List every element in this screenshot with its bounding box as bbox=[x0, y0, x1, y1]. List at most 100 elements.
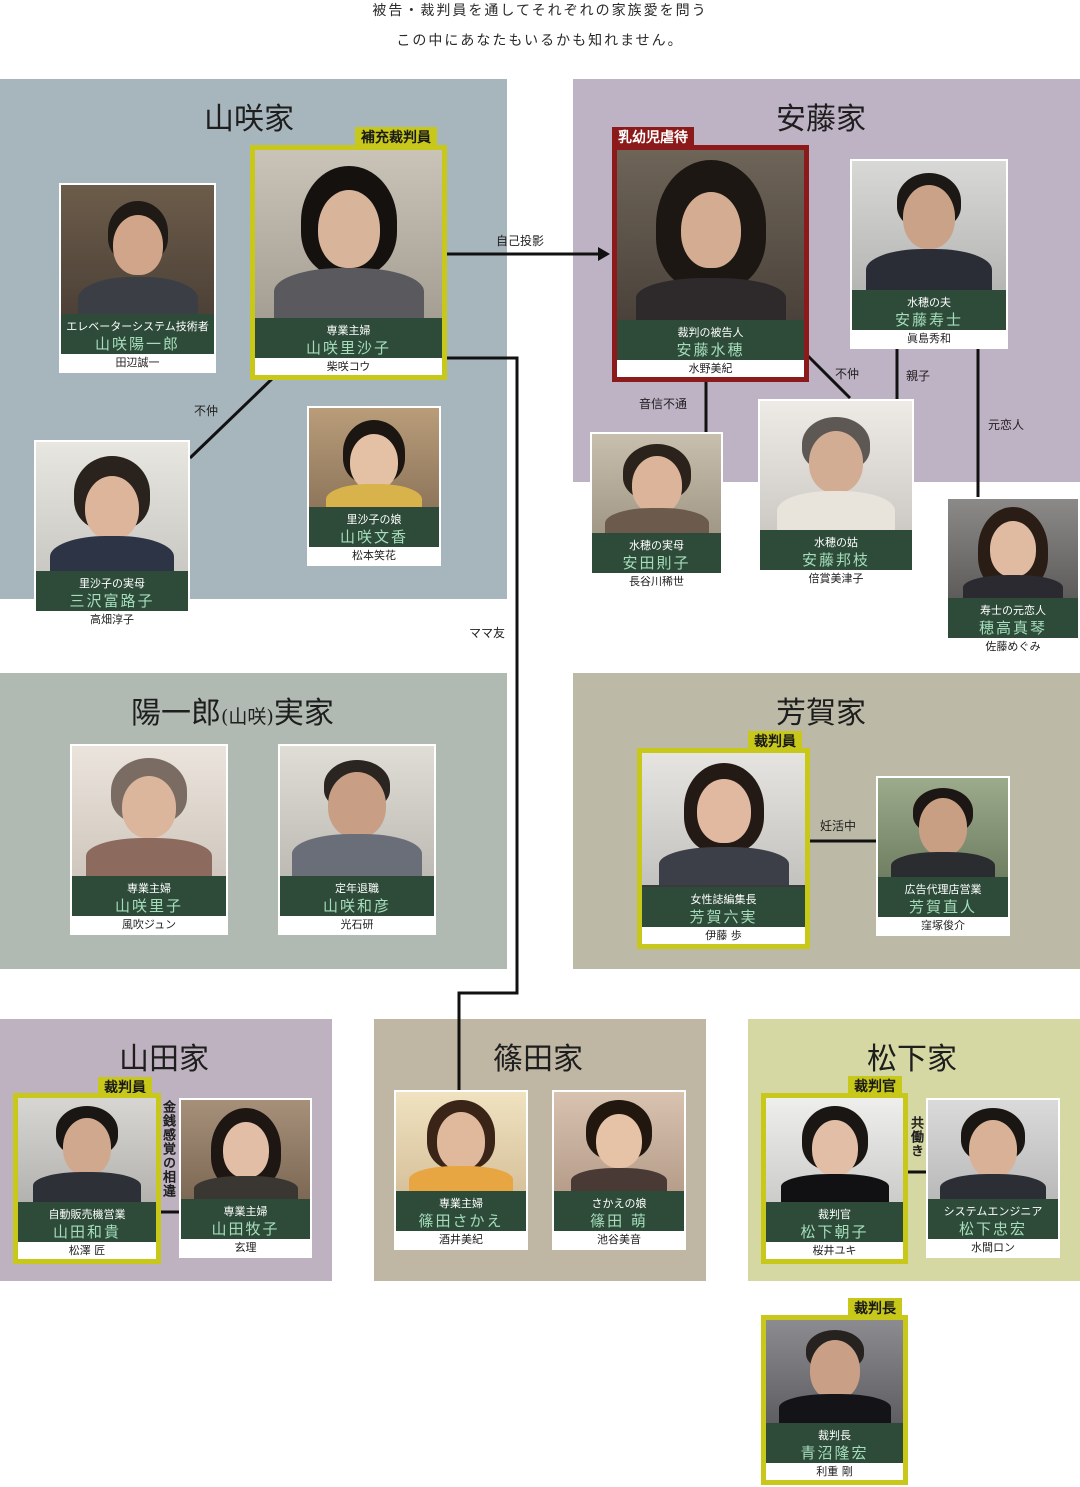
family-title-haga: 芳賀家 bbox=[776, 696, 866, 731]
portrait-photo bbox=[928, 1100, 1058, 1204]
tag-mutsumi: 裁判員 bbox=[748, 731, 802, 753]
person-role: エレベーターシステム技術者 bbox=[66, 320, 209, 333]
portrait-photo bbox=[36, 442, 188, 582]
person-info: 女性誌編集長 芳賀六実 伊藤 歩 bbox=[642, 887, 805, 944]
person-info: エレベーターシステム技術者 山咲陽一郎 田辺誠一 bbox=[61, 314, 214, 371]
person-actor: 高畑淳子 bbox=[36, 611, 188, 628]
rel-label-kinsen: 金銭感覚の相違 bbox=[160, 1100, 175, 1198]
person-card-asako[interactable]: 裁判官 松下朝子 桜井ユキ bbox=[761, 1093, 908, 1264]
person-actor: 風吹ジュン bbox=[72, 916, 226, 933]
person-info: さかえの娘 篠田 萌 池谷美音 bbox=[554, 1191, 684, 1248]
person-name: 芳賀六実 bbox=[689, 908, 758, 926]
portrait-photo bbox=[554, 1092, 684, 1196]
person-name: 山田和貴 bbox=[52, 1223, 121, 1241]
person-card-moe[interactable]: さかえの娘 篠田 萌 池谷美音 bbox=[552, 1090, 686, 1250]
person-card-naoto[interactable]: 広告代理店営業 芳賀直人 窪塚俊介 bbox=[876, 776, 1010, 936]
person-name: 篠田 萌 bbox=[590, 1212, 648, 1230]
portrait-photo bbox=[852, 161, 1006, 295]
family-title-shinoda: 篠田家 bbox=[493, 1042, 583, 1077]
portrait-photo bbox=[396, 1092, 526, 1196]
person-role: 里沙子の実母 bbox=[79, 577, 145, 590]
family-title-matsushita: 松下家 bbox=[867, 1042, 957, 1077]
person-info: 専業主婦 山咲里沙子 柴咲コウ bbox=[255, 318, 442, 375]
person-info: 広告代理店営業 芳賀直人 窪塚俊介 bbox=[878, 877, 1008, 934]
person-card-kazuhiko[interactable]: 定年退職 山咲和彦 光石研 bbox=[278, 744, 436, 935]
portrait-photo bbox=[592, 434, 721, 542]
person-actor: 光石研 bbox=[280, 916, 434, 933]
person-role: 自動販売機営業 bbox=[48, 1208, 126, 1221]
person-name: 松下朝子 bbox=[800, 1223, 869, 1241]
person-card-kazuki[interactable]: 自動販売機営業 山田和貴 松澤 匠 bbox=[13, 1093, 161, 1264]
person-actor: 眞島秀和 bbox=[852, 330, 1006, 347]
family-title-yamasaki: 山咲家 bbox=[204, 102, 294, 137]
tag-risako: 補充裁判員 bbox=[355, 127, 437, 149]
person-info: 定年退職 山咲和彦 光石研 bbox=[280, 876, 434, 933]
person-info: 裁判官 松下朝子 桜井ユキ bbox=[766, 1202, 903, 1259]
person-name: 山田牧子 bbox=[211, 1220, 280, 1238]
portrait-photo bbox=[18, 1098, 156, 1202]
family-title-main: 陽一郎 bbox=[131, 696, 221, 731]
person-actor: 水野美紀 bbox=[617, 360, 804, 377]
person-actor: 柴咲コウ bbox=[255, 358, 442, 375]
person-card-mutsumi[interactable]: 女性誌編集長 芳賀六実 伊藤 歩 bbox=[637, 748, 810, 949]
person-role: さかえの娘 bbox=[591, 1197, 647, 1210]
person-card-hisashi[interactable]: 水穂の夫 安藤寿士 眞島秀和 bbox=[850, 159, 1008, 349]
person-info: 裁判の被告人 安藤水穂 水野美紀 bbox=[617, 320, 804, 377]
person-info: 寿士の元恋人 穂高真琴 佐藤めぐみ bbox=[948, 598, 1078, 655]
person-card-fujiko[interactable]: 里沙子の実母 三沢富路子 高畑淳子 bbox=[34, 440, 190, 630]
rel-label-onshin: 音信不通 bbox=[639, 397, 688, 411]
person-actor: 長谷川稀世 bbox=[592, 573, 721, 590]
person-card-yoichiro[interactable]: エレベーターシステム技術者 山咲陽一郎 田辺誠一 bbox=[59, 183, 216, 373]
rel-label-tomobataraki: 共働き bbox=[908, 1116, 923, 1158]
person-actor: 酒井美紀 bbox=[396, 1231, 526, 1248]
person-name: 山咲里沙子 bbox=[305, 339, 391, 357]
person-role: 専業主婦 bbox=[326, 324, 371, 337]
person-actor: 田辺誠一 bbox=[61, 354, 214, 371]
person-info: 自動販売機営業 山田和貴 松澤 匠 bbox=[18, 1202, 156, 1259]
person-role: 水穂の姑 bbox=[814, 536, 858, 549]
person-info: 水穂の姑 安藤邦枝 倍賞美津子 bbox=[760, 530, 912, 587]
person-card-kunie[interactable]: 水穂の姑 安藤邦枝 倍賞美津子 bbox=[758, 399, 914, 589]
person-name: 青沼隆宏 bbox=[800, 1444, 869, 1462]
person-card-risako[interactable]: 専業主婦 山咲里沙子 柴咲コウ bbox=[250, 145, 447, 380]
person-actor: 松澤 匠 bbox=[18, 1242, 156, 1259]
person-card-sakae[interactable]: 専業主婦 篠田さかえ 酒井美紀 bbox=[394, 1090, 528, 1250]
person-card-fumika[interactable]: 里沙子の娘 山咲文香 松本笑花 bbox=[307, 406, 441, 566]
person-card-makiko[interactable]: 専業主婦 山田牧子 玄理 bbox=[179, 1098, 312, 1258]
person-role: 裁判長 bbox=[818, 1429, 851, 1442]
person-name: 三沢富路子 bbox=[69, 592, 155, 610]
person-info: 水穂の夫 安藤寿士 眞島秀和 bbox=[852, 290, 1006, 347]
person-role: 女性誌編集長 bbox=[690, 893, 757, 906]
line-mamatomo bbox=[446, 356, 519, 1092]
person-role: 裁判の被告人 bbox=[677, 326, 744, 339]
person-name: 穂高真琴 bbox=[978, 619, 1047, 637]
person-card-noriko[interactable]: 水穂の実母 安田則子 長谷川稀世 bbox=[590, 432, 723, 592]
tag-asako: 裁判官 bbox=[848, 1076, 902, 1098]
person-info: 専業主婦 山田牧子 玄理 bbox=[181, 1199, 310, 1256]
person-role: 専業主婦 bbox=[439, 1197, 483, 1210]
person-name: 松下忠宏 bbox=[958, 1220, 1027, 1238]
portrait-photo bbox=[878, 778, 1008, 882]
person-actor: 倍賞美津子 bbox=[760, 570, 912, 587]
person-card-makoto[interactable]: 寿士の元恋人 穂高真琴 佐藤めぐみ bbox=[946, 497, 1080, 657]
person-card-aonuma[interactable]: 裁判長 青沼隆宏 利重 剛 bbox=[761, 1315, 908, 1485]
line-fuwa2 bbox=[806, 354, 852, 400]
rel-label-oyako: 親子 bbox=[906, 369, 931, 383]
person-role: システムエンジニア bbox=[943, 1205, 1043, 1218]
person-name: 安藤寿士 bbox=[894, 311, 963, 329]
rel-label-jiko: 自己投影 bbox=[496, 234, 545, 248]
portrait-photo bbox=[181, 1100, 310, 1204]
person-card-satoko[interactable]: 専業主婦 山咲里子 風吹ジュン bbox=[70, 744, 228, 935]
rel-label-motokoibito: 元恋人 bbox=[988, 418, 1025, 432]
person-actor: 窪塚俊介 bbox=[878, 917, 1008, 934]
rel-label-fuwa2: 不仲 bbox=[835, 367, 860, 381]
person-card-mizuho[interactable]: 裁判の被告人 安藤水穂 水野美紀 bbox=[612, 145, 809, 382]
person-role: 里沙子の娘 bbox=[346, 513, 402, 526]
tag-aonuma: 裁判長 bbox=[848, 1298, 902, 1320]
person-role: 水穂の夫 bbox=[907, 296, 951, 309]
portrait-photo bbox=[766, 1098, 903, 1202]
person-card-tadahiro[interactable]: システムエンジニア 松下忠宏 水間ロン bbox=[926, 1098, 1060, 1258]
portrait-photo bbox=[280, 746, 434, 878]
person-role: 寿士の元恋人 bbox=[980, 604, 1046, 617]
